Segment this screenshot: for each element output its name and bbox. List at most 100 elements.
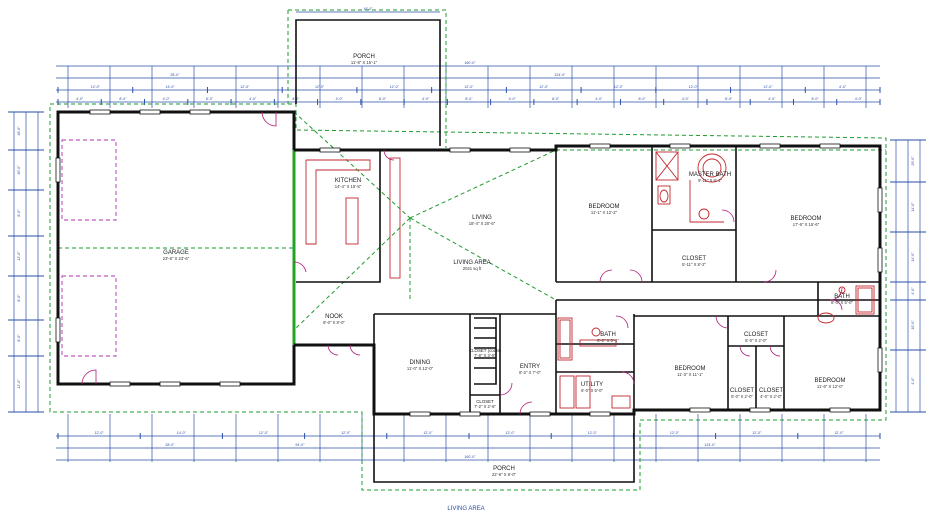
window: [219, 381, 241, 387]
dim-label: 12'-0": [588, 431, 598, 435]
size-closet-coats: 7'-8" X 3'-8": [474, 353, 496, 358]
window: [189, 109, 211, 115]
dim-label: 30'-0": [17, 165, 21, 175]
dim-label: 4'-0": [509, 97, 517, 101]
label-porch-top: PORCH: [353, 54, 375, 60]
size-closet-2: 5'-0" X 2'-0": [745, 338, 767, 343]
label-bedroom-master: BEDROOM: [790, 216, 821, 222]
window: [819, 143, 841, 149]
size-utility: 6'-0" X 5'-0": [581, 388, 603, 393]
size-bath-hall: 8'-0" X 5'-1": [597, 338, 619, 343]
size-closet-3: 5'-0" X 2'-0": [731, 394, 753, 399]
dim-label: 4'-0": [839, 85, 847, 89]
dim-label: 14'-0": [911, 252, 915, 262]
fixtures: [305, 151, 875, 409]
dim-label: 12'-0": [614, 85, 624, 89]
dim-label: 8'-0": [17, 334, 21, 342]
overhang-outlines: [49, 9, 887, 491]
label-closet-master: CLOSET: [682, 256, 706, 262]
label-closet-coats: CLOSET (coats): [469, 348, 502, 353]
dim-label: 12'-0": [17, 251, 21, 261]
plan-caption: LIVING AREA: [447, 506, 484, 512]
dim-label: 4'-0": [249, 97, 257, 101]
dim-overall-top: 160'-0": [464, 61, 476, 65]
size-dining: 11'-0" X 12'-0": [407, 366, 434, 371]
label-living-area: LIVING AREA: [453, 260, 490, 266]
dim-label: 8'-0": [17, 294, 21, 302]
window: [877, 347, 883, 373]
window: [829, 407, 851, 413]
label-bath-east: BATH: [834, 294, 850, 300]
dim-label: 4'-0": [911, 377, 915, 385]
dim-label: 14'-0": [177, 431, 187, 435]
dim-label: 8'-0": [206, 97, 214, 101]
dim-label: 12'-0": [464, 85, 474, 89]
window: [159, 381, 181, 387]
window: [109, 381, 131, 387]
dim-label: 8'-0": [812, 97, 820, 101]
garage-door-outline-south: [61, 275, 117, 357]
dim-label: 4'-0": [422, 97, 430, 101]
size-closet-master: 5'-11" X 8'-2": [682, 262, 706, 267]
dim-top-row1-b: 124'-0": [554, 73, 566, 77]
label-bedroom-2: BEDROOM: [674, 366, 705, 372]
size-living: 18'-4" X 20'-6": [469, 221, 496, 226]
dim-label: 12'-0": [670, 431, 680, 435]
dim-label: 12'-0": [91, 85, 101, 89]
dim-label: 12'-0": [240, 85, 250, 89]
dim-bot-row1-c: 124'-0": [704, 443, 716, 447]
window: [669, 143, 691, 149]
size-porch-bottom: 22'-6" X 6'-0": [492, 472, 517, 477]
right-dimensions: 29'-0"14'-0"14'-0"4'-0"10'-0"4'-0": [890, 139, 926, 413]
window: [139, 109, 161, 115]
dim-label: 12'-0": [17, 379, 21, 389]
window: [319, 147, 341, 153]
label-dining: DINING: [410, 360, 431, 366]
dim-label: 8'-0": [552, 97, 560, 101]
window: [509, 147, 531, 153]
window: [89, 109, 111, 115]
dim-label: 8'-0": [379, 97, 387, 101]
label-garage: GARAGE: [163, 250, 189, 256]
doors: [81, 111, 843, 415]
dim-overall-bottom: 160'-0": [464, 455, 476, 459]
window: [877, 187, 883, 213]
dim-label: 4'-0": [682, 97, 690, 101]
dim-label: 12'-0": [752, 431, 762, 435]
dim-label: 4'-0": [76, 97, 84, 101]
bottom-dimensions: 12'-0"14'-0"12'-0"12'-0"12'-0"12'-0"12'-…: [56, 414, 881, 462]
dim-label: 4'-0": [595, 97, 603, 101]
window: [459, 411, 481, 417]
label-closet-3: CLOSET: [730, 388, 754, 394]
dim-top-row1-a: 28'-0": [170, 73, 180, 77]
dim-label: 4'-0": [855, 97, 863, 101]
dim-label: 4'-0": [768, 97, 776, 101]
window: [409, 411, 431, 417]
label-closet-hall: CLOSET: [476, 399, 494, 404]
window: [749, 407, 771, 413]
dim-label: 12'-0": [689, 85, 699, 89]
window: [55, 157, 61, 183]
dim-label: 4'-0": [336, 97, 344, 101]
size-bedroom-3: 11'-6" X 12'-0": [817, 384, 844, 389]
dim-label: 12'-0": [95, 431, 105, 435]
dim-bot-row1-a: 28'-0": [165, 443, 175, 447]
window: [759, 143, 781, 149]
dim-label: 12'-0": [506, 431, 516, 435]
size-porch-top: 11'-8" X 15'-1": [351, 60, 378, 65]
dim-label: 29'-0": [911, 156, 915, 166]
label-living: LIVING: [472, 215, 492, 221]
window: [689, 407, 711, 413]
size-nook: 8'-0" X 8'-0": [323, 320, 345, 325]
dim-label: 8'-0": [638, 97, 646, 101]
dim-porch-width: 18'-0": [363, 7, 373, 11]
room-labels: PORCH 11'-8" X 15'-1" GARAGE 23'-6" X 23…: [163, 54, 854, 477]
dim-label: 8'-0": [119, 97, 127, 101]
dim-label: 14'-0": [166, 85, 176, 89]
label-bedroom-3: BEDROOM: [814, 378, 845, 384]
windows: [55, 109, 883, 417]
label-entry: ENTRY: [520, 364, 540, 370]
label-master-bath: MASTER BATH: [689, 172, 731, 178]
size-closet-4: 4'-0" X 2'-0": [760, 394, 782, 399]
top-dimensions: 18'-0" 160'-0" 28'-0" 124'-0" 12'-0" 14'-…: [56, 7, 881, 108]
